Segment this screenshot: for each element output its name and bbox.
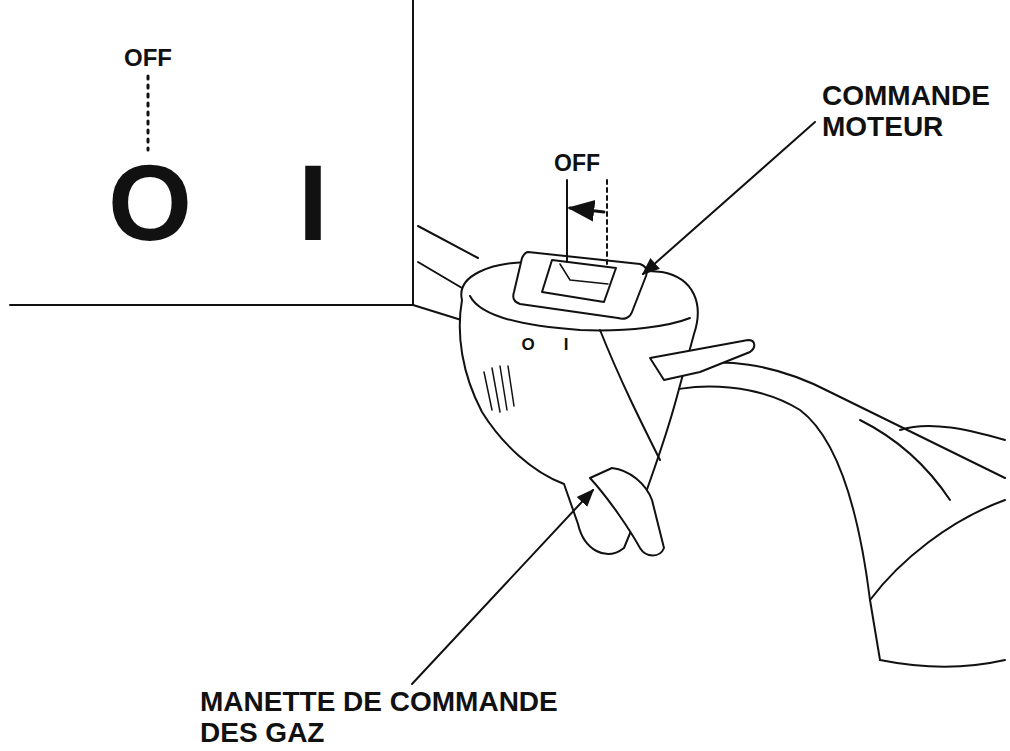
leader-line xyxy=(412,490,593,684)
direction-arrow xyxy=(570,208,604,212)
leader-line xyxy=(643,122,815,274)
position-line xyxy=(606,180,608,266)
position-label: OFF xyxy=(554,152,600,175)
switch-symbol: O xyxy=(108,149,192,257)
hand xyxy=(870,500,1005,600)
inset-border xyxy=(412,0,414,305)
hand xyxy=(880,660,1005,667)
inset-border xyxy=(10,304,413,306)
switch-marking: I xyxy=(564,336,569,353)
rocker-switch xyxy=(560,264,608,284)
shaft xyxy=(418,262,462,288)
throttle-lever xyxy=(590,468,664,556)
lock-lever xyxy=(650,340,754,380)
dotted-leader xyxy=(147,76,150,150)
position-line xyxy=(566,180,568,262)
switch-marking: O xyxy=(521,336,534,353)
hand xyxy=(900,426,1005,440)
part-name: COMMANDE MOTEUR xyxy=(822,81,1004,143)
vent-slits xyxy=(484,366,514,412)
switch-symbol: I xyxy=(298,149,328,257)
position-label: OFF xyxy=(124,46,172,70)
rocker-switch xyxy=(542,260,616,302)
hand xyxy=(860,420,950,500)
grip xyxy=(655,387,880,660)
switch-bezel xyxy=(513,252,647,319)
housing-edge xyxy=(600,330,660,460)
part-name: MANETTE DE COMMANDE DES GAZ xyxy=(200,687,590,749)
shaft xyxy=(418,226,478,258)
